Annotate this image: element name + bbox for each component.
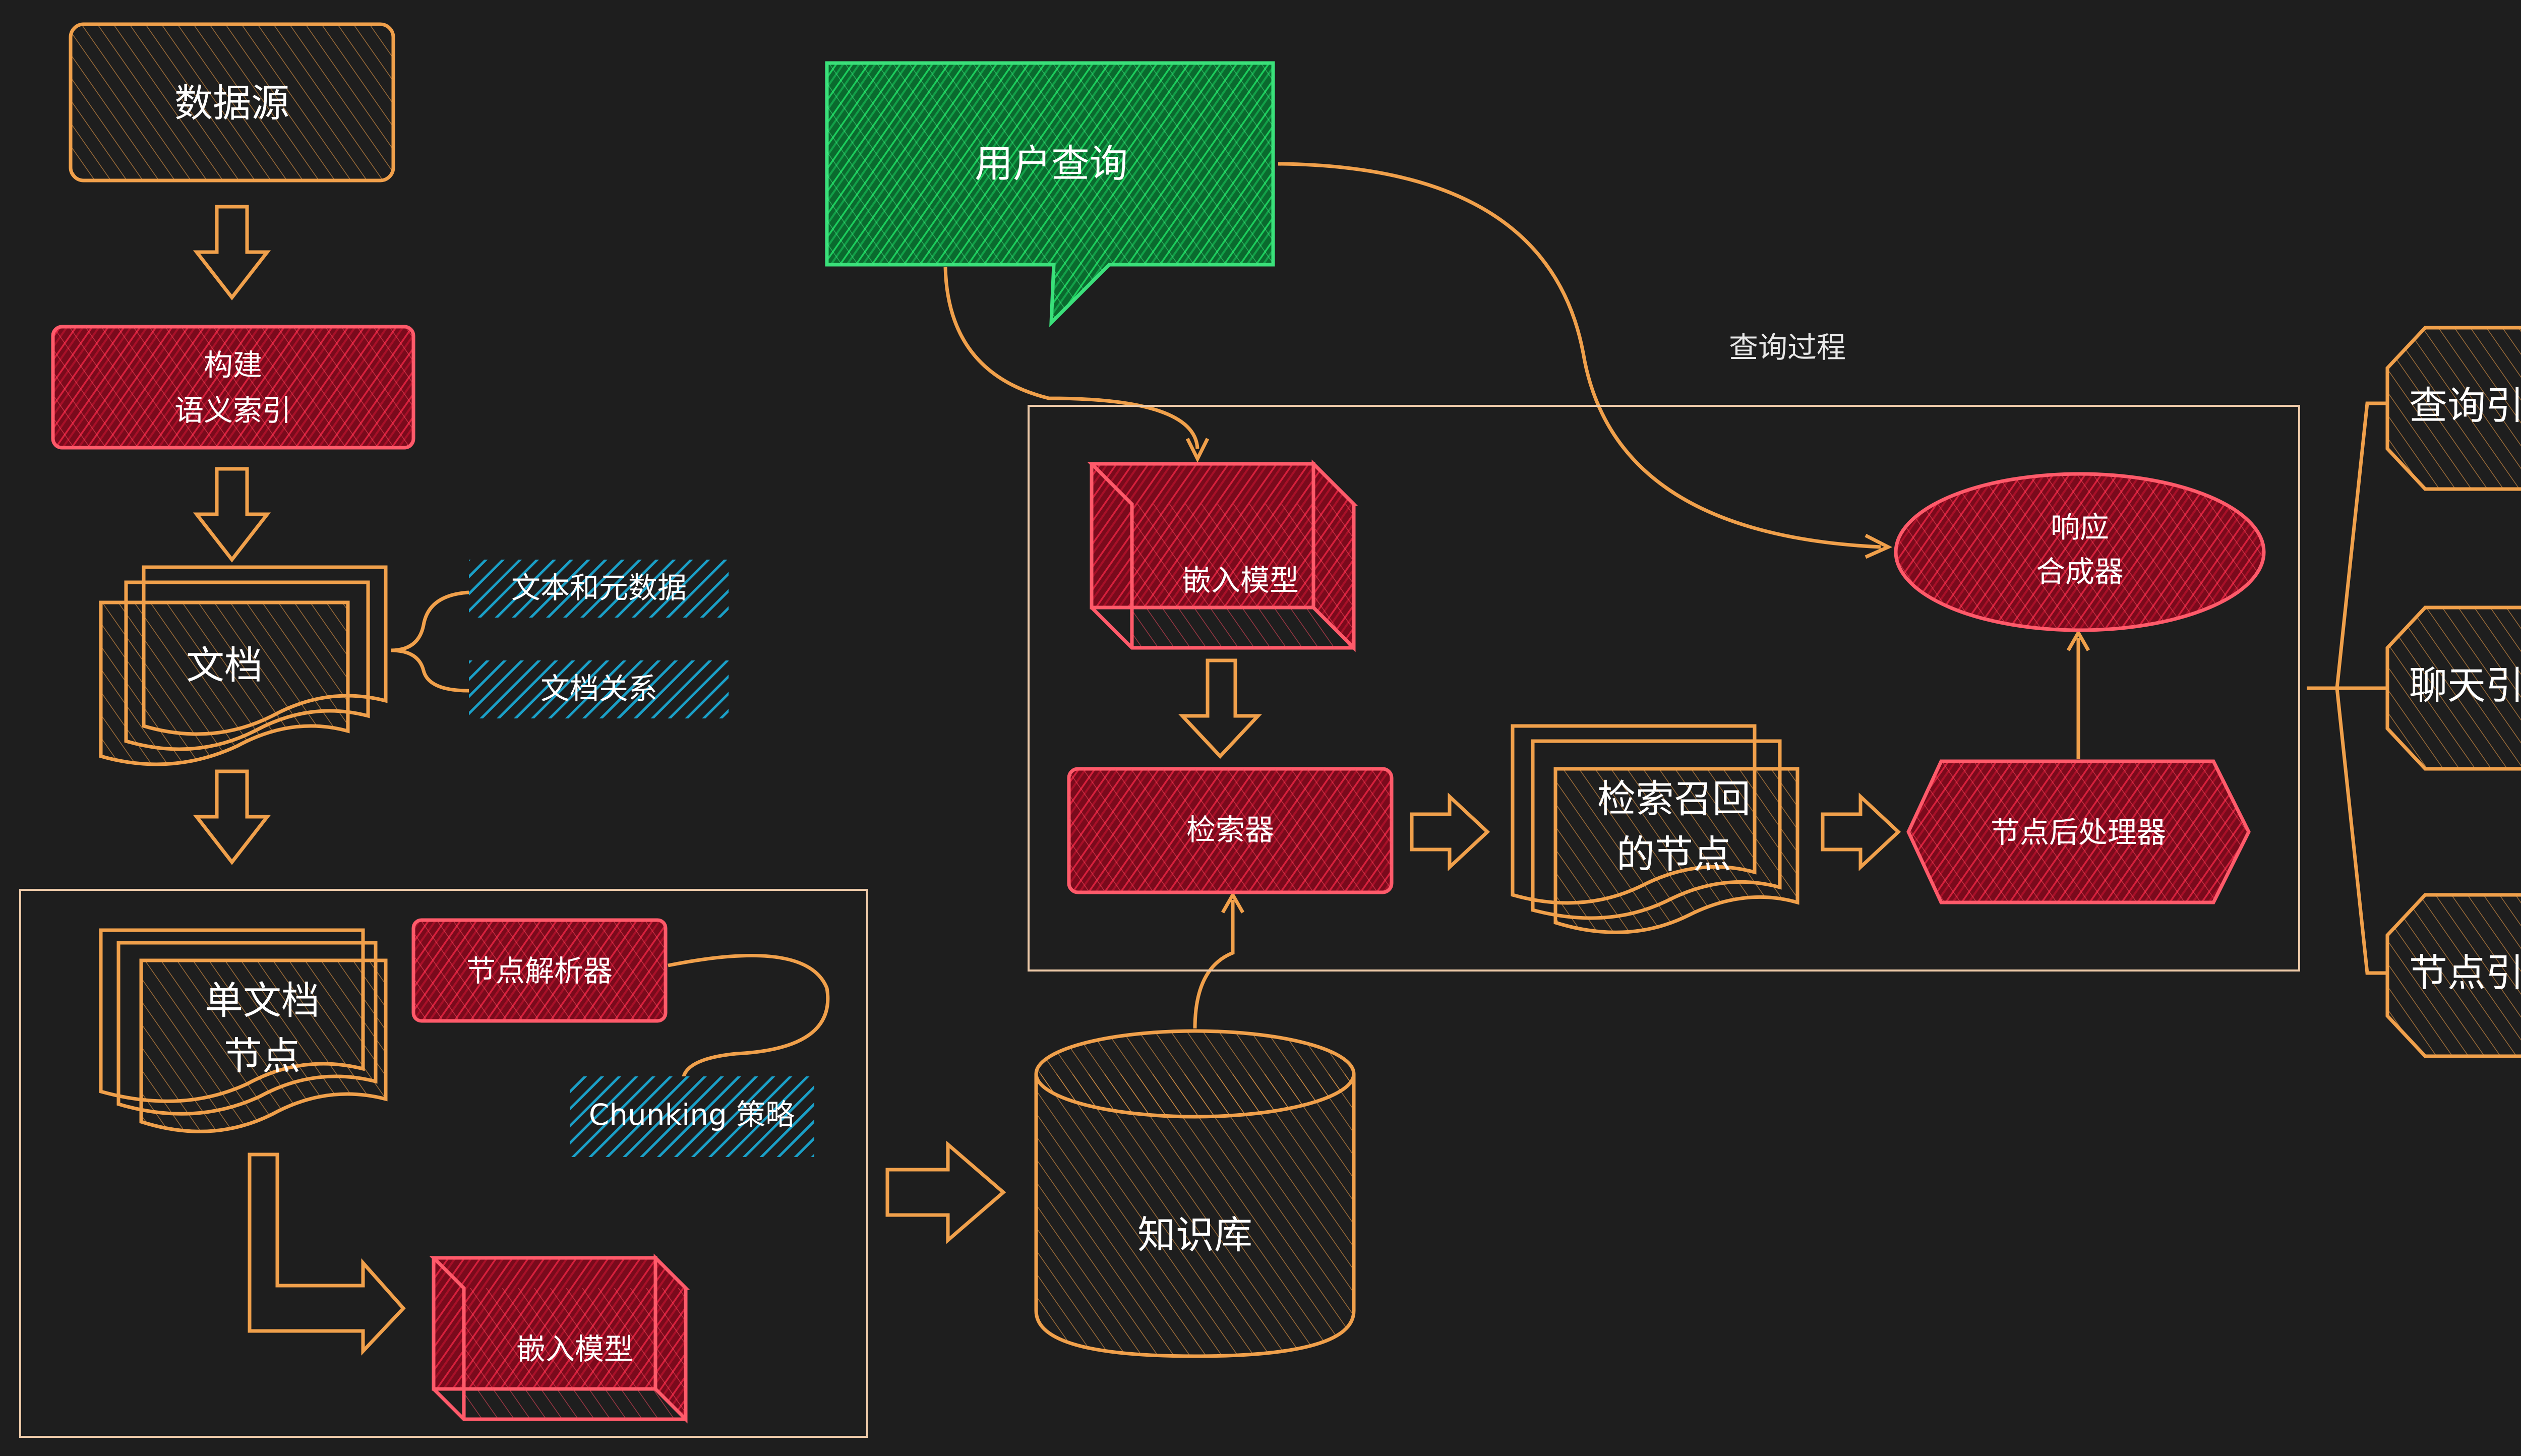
- query-process-frame: [1028, 405, 2300, 972]
- kb-retriever-connector: [1193, 900, 1235, 1029]
- node-postprocessor-label: 节点后处理器: [1991, 815, 2166, 850]
- node-postprocessor-node: 节点后处理器: [1906, 759, 2251, 904]
- embed-model-right-label: 嵌入模型: [1182, 563, 1299, 597]
- arrow-right-icon: [885, 1140, 1006, 1244]
- engine-fanout-top: [2307, 401, 2387, 690]
- embed-model-left-node: 嵌入模型: [429, 1253, 690, 1424]
- engine-fanout-bottom: [2307, 686, 2387, 975]
- retrieved-nodes-label-1: 检索召回: [1597, 776, 1751, 821]
- arrow-right-icon: [1821, 792, 1901, 872]
- data-source-node: 数据源: [69, 22, 395, 183]
- retriever-node: 检索器: [1067, 767, 1394, 894]
- single-doc-label-1: 单文档: [205, 978, 320, 1023]
- node-engine-node: 节点引擎: [2385, 893, 2521, 1058]
- response-synth-label-1: 响应: [2051, 510, 2109, 544]
- query-process-title: 查询过程: [1729, 330, 1846, 365]
- arrow-down-icon: [1178, 658, 1263, 759]
- embed-model-left-label: 嵌入模型: [516, 1332, 633, 1366]
- chat-engine-label: 聊天引擎: [2409, 663, 2521, 708]
- build-index-label-2: 语义索引: [174, 393, 291, 428]
- build-index-node: 构建 语义索引: [51, 325, 415, 450]
- query-synth-connector: [1278, 162, 1881, 549]
- documents-label: 文档: [186, 643, 263, 688]
- query-embed-connector: [943, 267, 1199, 449]
- single-doc-label-2: 节点: [224, 1034, 301, 1078]
- arrow-corner-icon: [248, 1152, 406, 1356]
- user-query-node: 用户查询: [825, 61, 1275, 327]
- arrow-right-icon: [1410, 792, 1490, 872]
- retrieved-nodes-node: 检索召回 的节点: [1511, 724, 1799, 934]
- query-engine-node: 查询引擎: [2385, 326, 2521, 491]
- data-source-label: 数据源: [174, 81, 289, 126]
- node-parser-node: 节点解析器: [411, 918, 668, 1023]
- single-doc-node: 单文档 节点: [99, 928, 388, 1133]
- retrieved-nodes-label-2: 的节点: [1616, 832, 1731, 877]
- knowledge-base-node: 知识库: [1034, 1029, 1356, 1358]
- doc-relations-label: 文档关系: [541, 672, 657, 706]
- response-synthesizer-node: 响应 合成器: [1894, 472, 2266, 632]
- query-engine-label: 查询引擎: [2409, 383, 2521, 428]
- build-index-label-1: 构建: [204, 348, 262, 382]
- retriever-label: 检索器: [1186, 813, 1274, 847]
- knowledge-base-label: 知识库: [1137, 1212, 1252, 1257]
- chunking-strategy-label: Chunking 策略: [589, 1098, 795, 1132]
- documents-node: 文档: [99, 565, 388, 766]
- indexing-frame: [19, 889, 868, 1438]
- chat-engine-node: 聊天引擎: [2385, 605, 2521, 771]
- response-synth-label-2: 合成器: [2036, 555, 2124, 589]
- text-metadata-label: 文本和元数据: [511, 571, 687, 605]
- parser-chunking-connector: [668, 953, 830, 1079]
- arrow-down-icon: [193, 769, 271, 865]
- node-parser-label: 节点解析器: [466, 954, 613, 988]
- doc-relations-tag: 文档关系: [469, 660, 729, 718]
- chunking-strategy-tag: Chunking 策略: [570, 1076, 814, 1157]
- user-query-label: 用户查询: [975, 141, 1128, 186]
- arrow-down-icon: [193, 205, 271, 300]
- embed-model-right-node: 嵌入模型: [1087, 459, 1358, 652]
- text-metadata-tag: 文本和元数据: [469, 560, 729, 618]
- brace-connector: [390, 590, 469, 652]
- arrow-down-icon: [193, 467, 271, 563]
- node-engine-label: 节点引擎: [2409, 950, 2521, 995]
